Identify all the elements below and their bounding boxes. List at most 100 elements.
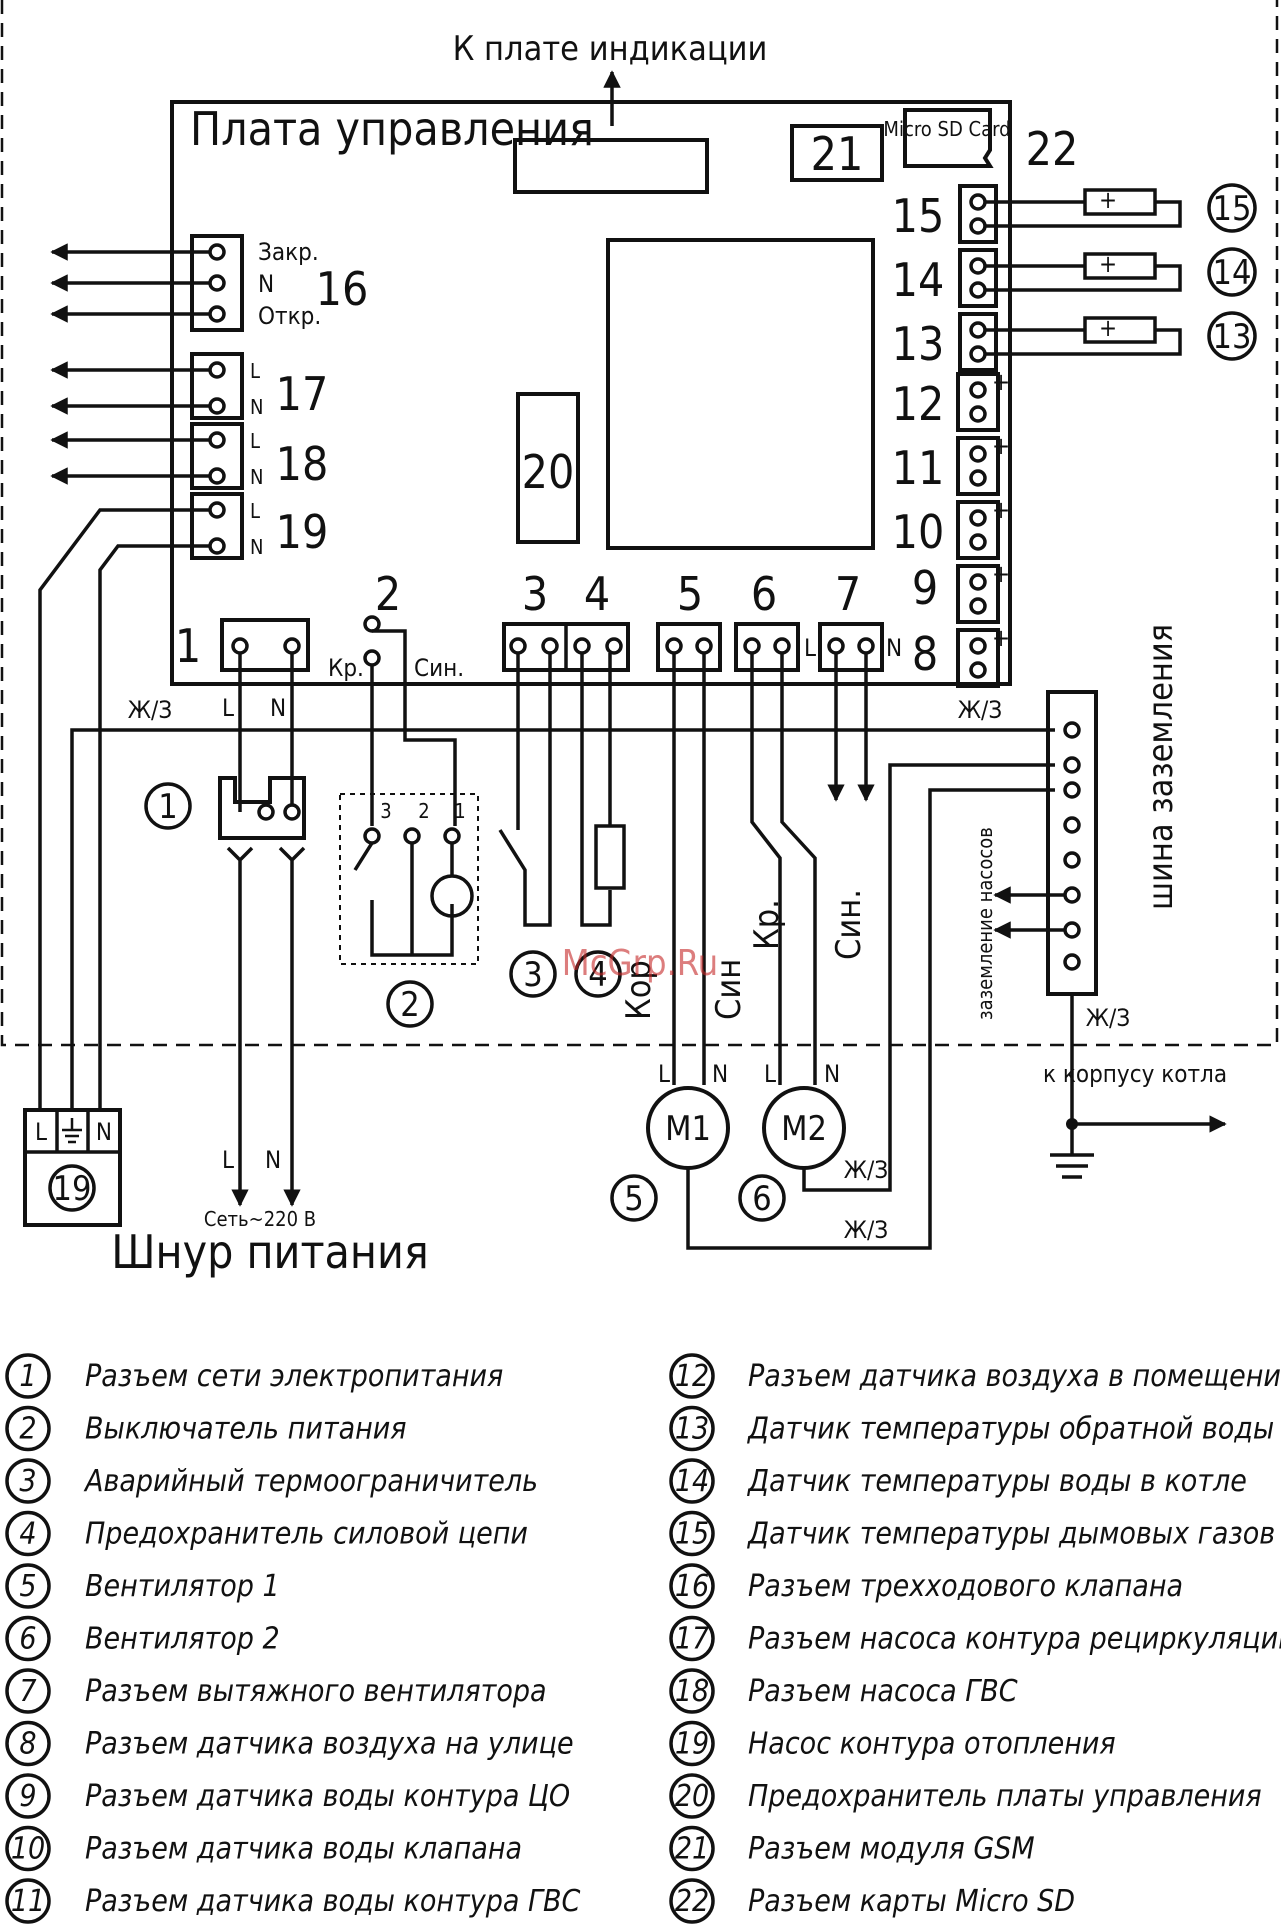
num-12: 12 bbox=[892, 377, 945, 431]
legend-text: Разъем датчика воздуха на улице bbox=[85, 1727, 574, 1762]
m1-n: N bbox=[712, 1060, 728, 1088]
legend-number: 1 bbox=[19, 1359, 36, 1394]
legend-number: 2 bbox=[19, 1412, 36, 1447]
boiler-enclosure bbox=[0, 0, 1279, 1047]
thermostat-wires bbox=[498, 653, 552, 927]
board-title: Плата управления bbox=[190, 102, 594, 156]
m1-l: L bbox=[658, 1060, 670, 1088]
legend-number: 8 bbox=[19, 1727, 36, 1762]
watermark: McGrp.Ru bbox=[562, 943, 718, 984]
p18-l: L bbox=[250, 429, 260, 453]
switch-kr: Кр. bbox=[328, 654, 364, 682]
earth-symbol bbox=[1050, 1153, 1094, 1179]
legend-number: 4 bbox=[19, 1517, 36, 1552]
legend-number: 9 bbox=[19, 1779, 36, 1814]
valve-close: Закр. bbox=[258, 238, 319, 266]
legend-number: 5 bbox=[19, 1569, 36, 1604]
earth-label-left: Ж/З bbox=[128, 696, 172, 724]
p17-n: N bbox=[250, 395, 263, 419]
num-20: 20 bbox=[522, 445, 575, 499]
num-4: 4 bbox=[584, 567, 610, 621]
legend-text: Разъем датчика воды клапана bbox=[85, 1832, 522, 1867]
earth-line bbox=[70, 728, 1055, 1110]
legend-marker bbox=[5, 1458, 51, 1504]
switch-internals bbox=[353, 842, 454, 957]
m2-earth-label: Ж/З bbox=[844, 1156, 888, 1184]
legend-text: Разъем датчика воздуха в помещении bbox=[748, 1359, 1281, 1394]
legend-number: 12 bbox=[675, 1359, 709, 1394]
legend-text: Разъем датчика воды контура ЦО bbox=[85, 1779, 570, 1814]
switch-lamp bbox=[430, 874, 474, 918]
marker-13-num: 13 bbox=[1213, 317, 1252, 357]
top-label: К плате индикации bbox=[453, 29, 768, 69]
legend-text: Датчик температуры воды в котле bbox=[747, 1464, 1247, 1499]
legend-number: 17 bbox=[675, 1622, 709, 1657]
marker-1 bbox=[144, 782, 192, 830]
fan1-connector bbox=[656, 622, 722, 672]
num-14: 14 bbox=[892, 253, 945, 307]
plus-13: + bbox=[1099, 314, 1117, 342]
legend-number: 3 bbox=[19, 1464, 36, 1499]
pump-l: L bbox=[35, 1118, 47, 1146]
plus-9: + bbox=[992, 560, 1010, 588]
mains-label: Сеть~220 В bbox=[204, 1207, 316, 1231]
plus-11: + bbox=[992, 432, 1010, 460]
num-17: 17 bbox=[276, 367, 329, 421]
marker-19-num: 19 bbox=[53, 1169, 92, 1209]
pump-connectors bbox=[38, 352, 244, 1110]
legend-text: Разъем карты Micro SD bbox=[748, 1884, 1075, 1919]
marker-6-num: 6 bbox=[752, 1179, 771, 1219]
num-15: 15 bbox=[892, 189, 945, 243]
legend-marker bbox=[5, 1405, 51, 1452]
legend-number: 19 bbox=[675, 1727, 709, 1762]
marker-6 bbox=[738, 1174, 786, 1222]
marker-2-num: 2 bbox=[400, 985, 419, 1025]
legend-number: 20 bbox=[675, 1779, 709, 1814]
fan1-sin: Син bbox=[709, 959, 749, 1020]
legend-marker bbox=[669, 1878, 715, 1924]
valve-open: Откр. bbox=[258, 302, 321, 330]
fan1-wires bbox=[672, 653, 706, 1085]
fan2-kor: Кр. bbox=[747, 899, 787, 950]
legend-number: 16 bbox=[675, 1569, 709, 1604]
valve-n: N bbox=[258, 270, 274, 298]
num-13: 13 bbox=[892, 317, 945, 371]
legend-marker bbox=[5, 1510, 51, 1557]
legend-text: Вентилятор 1 bbox=[85, 1569, 280, 1604]
exhaust-connector bbox=[818, 622, 884, 672]
plus-15: + bbox=[1099, 186, 1117, 214]
switch-box bbox=[339, 793, 479, 965]
legend-text: Разъем вытяжного вентилятора bbox=[85, 1674, 547, 1709]
legend-number: 6 bbox=[19, 1622, 36, 1657]
mains-wires bbox=[238, 653, 294, 812]
m2-l: L bbox=[764, 1060, 776, 1088]
legend-text: Датчик температуры дымовых газов bbox=[747, 1517, 1275, 1552]
pump-n: N bbox=[96, 1118, 112, 1146]
num-22: 22 bbox=[1026, 122, 1079, 176]
legend-number: 14 bbox=[675, 1464, 709, 1499]
mains-l: L bbox=[222, 694, 234, 722]
legend-marker bbox=[5, 1773, 51, 1819]
bus-earth-label: Ж/З bbox=[1086, 1004, 1130, 1032]
plus-8: + bbox=[992, 624, 1010, 652]
legend-text: Вентилятор 2 bbox=[85, 1622, 280, 1657]
p17-l: L bbox=[250, 359, 260, 383]
legend-item: 5 Вентилятор 1 bbox=[5, 1563, 280, 1609]
marker-15 bbox=[1207, 183, 1257, 233]
legend-number: 18 bbox=[675, 1674, 709, 1709]
marker-4-num: 4 bbox=[588, 955, 607, 995]
fan1-earth bbox=[686, 788, 1055, 1250]
sw-pin-3: 3 bbox=[380, 799, 391, 823]
num-9: 9 bbox=[912, 561, 938, 615]
sd-card-slot bbox=[903, 108, 994, 168]
num-5: 5 bbox=[677, 567, 703, 621]
legend-marker bbox=[5, 1615, 51, 1662]
